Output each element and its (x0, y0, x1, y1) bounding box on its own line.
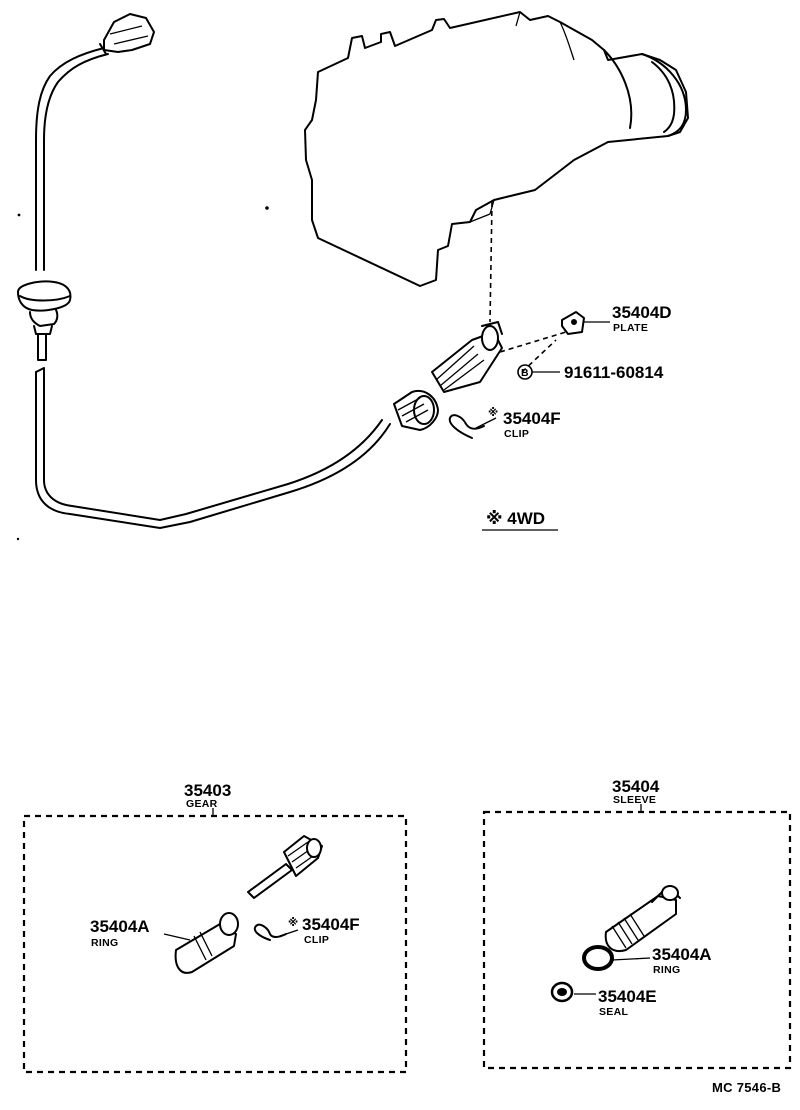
clip-part-number: 35404F (503, 409, 561, 428)
clip-part-name: CLIP (504, 428, 529, 440)
seal-part-name: SEAL (599, 1006, 628, 1018)
gear-part-name: GEAR (186, 798, 218, 810)
sleeve-installed (431, 201, 567, 393)
figure-code: MC 7546-B (712, 1080, 781, 1095)
clip-part (448, 414, 497, 439)
sleeve-group (482, 804, 792, 1070)
plate-part-name: PLATE (613, 322, 648, 334)
sleeve-part-name: SLEEVE (613, 794, 656, 806)
plate-part (561, 311, 610, 335)
gear-group (22, 808, 408, 1074)
four-wd-note: ※ 4WD (486, 509, 545, 528)
bolt-part-number: 91611-60814 (564, 363, 664, 382)
bolt-marker (517, 364, 560, 380)
bolt-marker-letter: B (521, 367, 529, 379)
clip2-asterisk: ※ (288, 917, 299, 929)
transmission-housing (304, 11, 689, 287)
ring-part-number: 35404A (90, 917, 150, 936)
seal-part-number: 35404E (598, 987, 657, 1006)
gear-part-number: 35403 (184, 781, 231, 800)
clip-asterisk: ※ (488, 407, 499, 419)
sleeve-part-number: 35404 (612, 777, 660, 796)
speedometer-cable (17, 13, 439, 529)
clip2-part-name: CLIP (304, 934, 329, 946)
ring2-part-name: RING (653, 964, 680, 976)
plate-part-number: 35404D (612, 303, 672, 322)
ring-part-name: RING (91, 937, 118, 949)
ring2-part-number: 35404A (652, 945, 712, 964)
clip2-part-number: 35404F (302, 915, 360, 934)
